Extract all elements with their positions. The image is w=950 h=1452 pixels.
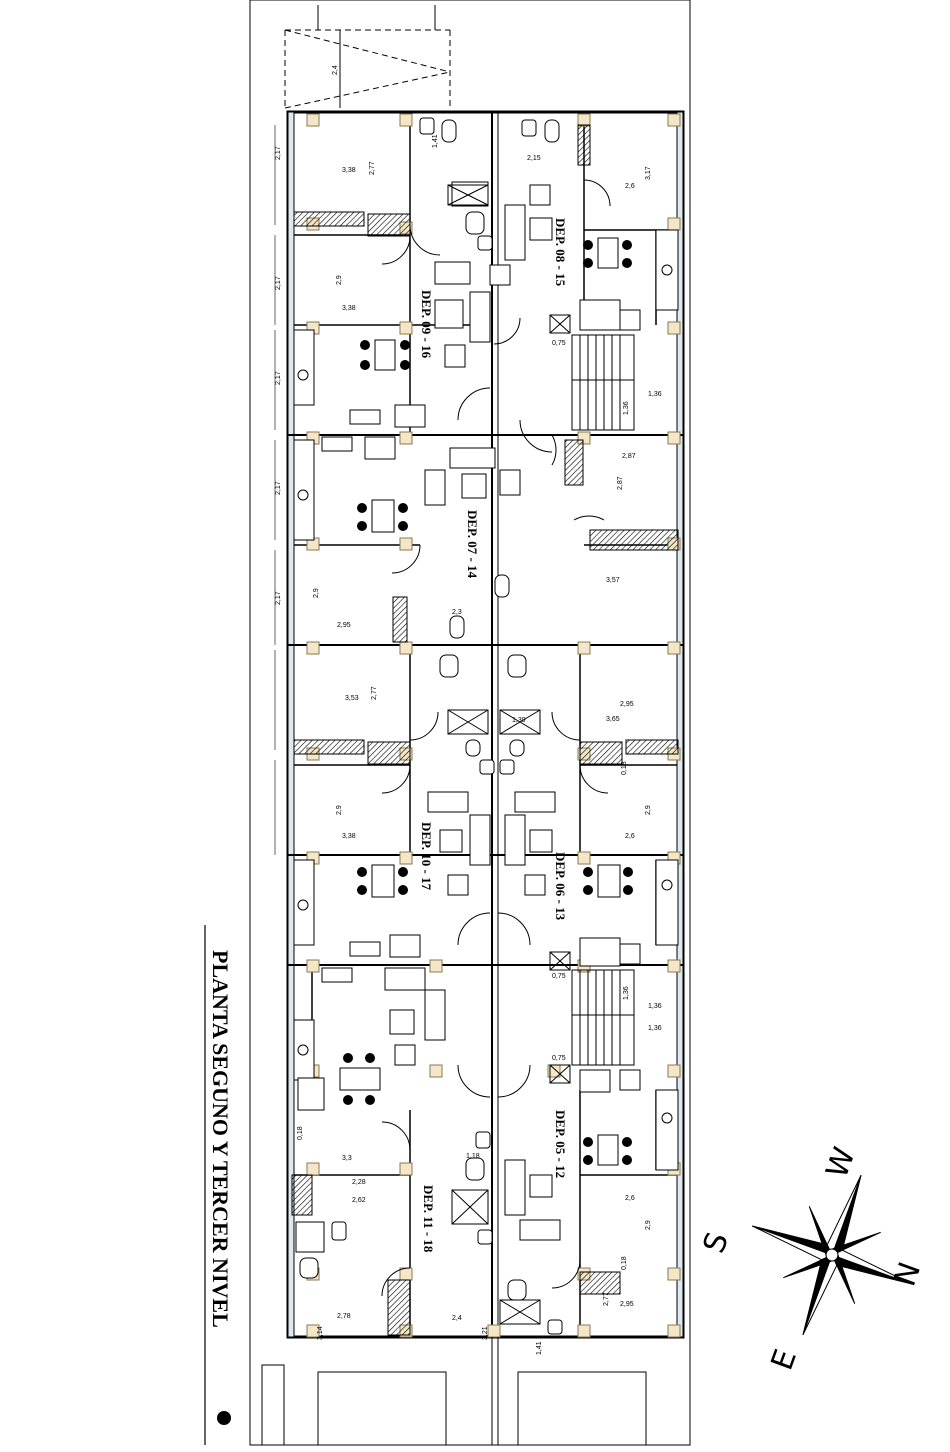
compass-rose-icon — [751, 1174, 913, 1336]
dimension-label: 3,38 — [342, 167, 356, 174]
dimension-label: 1,41 — [536, 1341, 543, 1355]
dimension-label: 1,39 — [512, 717, 526, 724]
compass-label-east: E — [765, 1345, 804, 1375]
compass-label-south: S — [697, 1228, 736, 1258]
dimension-label: 0,18 — [621, 1256, 628, 1270]
living-furniture — [384, 184, 561, 1241]
kitchen-sinks — [297, 264, 673, 1124]
dimension-label: 0,18 — [621, 761, 628, 775]
unit-label-dep-08-15: DEP. 08 - 15 — [553, 218, 568, 287]
dimension-label: 2,17 — [275, 591, 282, 605]
ground-entrance — [261, 1337, 647, 1446]
dimension-label: 2,78 — [337, 1313, 351, 1320]
unit-label-dep-09-16: DEP. 09 - 16 — [419, 290, 434, 359]
stairwell-lower — [571, 969, 635, 1066]
dimension-label: 2,6 — [625, 833, 635, 840]
stairwell-upper — [571, 334, 635, 431]
dimension-label: 0,75 — [552, 973, 566, 980]
compass-label-west: W — [820, 1143, 863, 1183]
dimension-label: 3,65 — [606, 716, 620, 723]
dimension-label: 3,38 — [342, 833, 356, 840]
unit-label-dep-06-13: DEP. 06 - 13 — [553, 852, 568, 921]
dimension-label: 1,41 — [432, 134, 439, 148]
dimension-label: 2,4 — [452, 1315, 462, 1322]
dimension-label: 1,36 — [648, 1003, 662, 1010]
unit-label-dep-07-14: DEP. 07 - 14 — [465, 510, 480, 579]
bathroom-fixtures — [295, 117, 563, 1335]
dimension-label: 0,18 — [297, 1126, 304, 1140]
dimension-label: 2,9 — [336, 805, 343, 815]
dimension-label: 2,17 — [275, 146, 282, 160]
dimension-label: 2,9 — [336, 275, 343, 285]
site-boundary — [249, 0, 691, 1446]
dimension-label: 2,77 — [371, 686, 378, 700]
column-markers — [306, 113, 681, 1338]
dimension-label: 2,3 — [452, 609, 462, 616]
dimension-label: 2,87 — [622, 453, 636, 460]
dimension-label: 2,9 — [645, 1220, 652, 1230]
title-bullet — [217, 1411, 231, 1425]
dimension-label: 3,57 — [606, 577, 620, 584]
dimension-label: 3,3 — [342, 1155, 352, 1162]
dimension-label: 2,62 — [352, 1197, 366, 1204]
building-walls — [286, 110, 685, 1339]
dimension-label: 2,6 — [625, 1195, 635, 1202]
dimension-label: 0,75 — [552, 1055, 566, 1062]
dimension-label: 2,95 — [337, 622, 351, 629]
plan-title: PLANTA SEGUNO Y TERCER NIVEL — [208, 950, 233, 1328]
service-shafts — [447, 184, 571, 1325]
dimension-label: 1,36 — [623, 401, 630, 415]
dimension-label: 1,36 — [648, 391, 662, 398]
unit-label-dep-05-12: DEP. 05 - 12 — [553, 1110, 568, 1178]
dimension-label: 3,14 — [317, 1326, 324, 1340]
dimension-label: 2,17 — [275, 276, 282, 290]
dimension-label: 3,38 — [342, 305, 356, 312]
dimension-label: 1,36 — [648, 1025, 662, 1032]
dim-ramp-width: 2,4 — [332, 65, 339, 75]
dimension-label: 2,77 — [369, 161, 376, 175]
dimension-label: 2,17 — [275, 481, 282, 495]
dimension-label: 2,77 — [603, 1292, 610, 1306]
dimension-label: 1,36 — [623, 986, 630, 1000]
dimension-label: 2,6 — [625, 183, 635, 190]
dimension-label: 1,18 — [466, 1153, 480, 1160]
dimension-label: 3,21 — [482, 1326, 489, 1340]
dining-chairs — [343, 240, 633, 1165]
dimension-label: 2,95 — [620, 701, 634, 708]
dimension-label: 2,9 — [313, 588, 320, 598]
dimension-label: 0,75 — [552, 340, 566, 347]
dimension-label: 3,53 — [345, 695, 359, 702]
door-swings — [381, 179, 611, 1297]
dimension-label: 2,87 — [617, 476, 624, 490]
dimension-label: 2,9 — [645, 805, 652, 815]
dimension-label: 2,95 — [620, 1301, 634, 1308]
hatched-closets — [291, 124, 679, 1336]
unit-label-dep-10-17: DEP. 10 - 17 — [419, 822, 434, 891]
dimension-label: 2,15 — [527, 155, 541, 162]
dimension-label: 3,17 — [645, 166, 652, 180]
dimension-label: 2,28 — [352, 1179, 366, 1186]
compass-label-north: N — [888, 1258, 929, 1291]
dining-tables — [339, 237, 621, 1166]
dimension-labels: 2,17 3,38 2,77 1,41 2,15 2,6 3,17 2,9 3,… — [275, 134, 662, 1355]
unit-label-dep-11-18: DEP. 11 - 18 — [421, 1185, 436, 1253]
dimension-label: 2,17 — [275, 371, 282, 385]
entrance-ramp — [284, 5, 451, 109]
